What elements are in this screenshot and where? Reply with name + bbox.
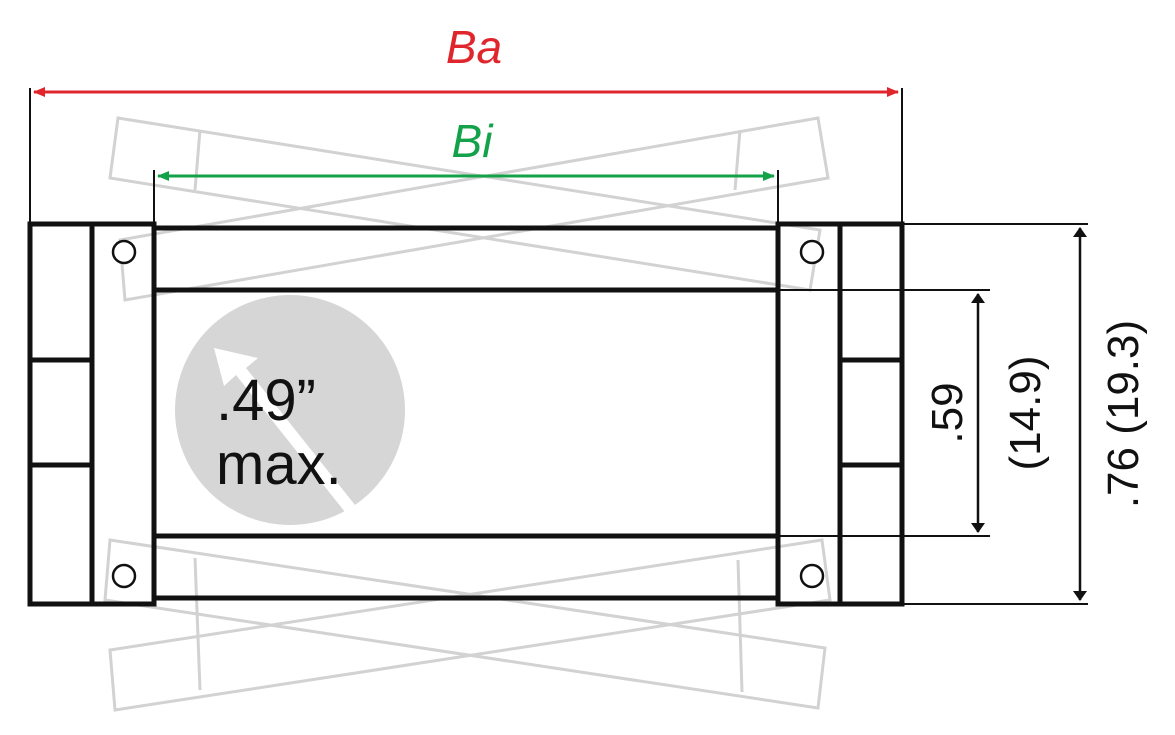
ghost-joint-bottom-left [193,557,202,691]
ghost-joint-top-left [193,129,202,191]
outer-width-label: Ba [446,21,502,73]
right-inner-plate [775,221,843,607]
max-diameter-indicator: .49” max. [175,295,405,525]
inner-width-dimension: Bi [153,115,779,228]
inner-height-dimension: .59 (14.9) [778,289,1050,537]
ghost-joint-top-right [733,129,742,191]
ghost-joint-bottom-right [736,559,744,693]
pivot-hole-top-right [799,239,825,265]
left-outer-plate [27,221,95,607]
arrow-up-left-icon [214,348,355,512]
ghost-link-top-b [118,116,830,302]
max-diameter-suffix: max. [216,432,342,497]
outer-height-dimension: .76 (19.3) [902,223,1148,605]
left-side-wall [27,221,157,607]
outer-width-dimension: Ba [29,21,903,224]
bottom-crossbar [151,533,781,601]
pivot-hole-bottom-left [111,563,137,589]
inner-height-mm: (14.9) [1001,356,1050,471]
right-side-wall [775,221,905,607]
outer-height-label: .76 (19.3) [1099,320,1148,508]
max-diameter-value: .49” [216,368,316,433]
ghost-link-bottom-a [103,538,827,710]
pivot-hole-bottom-right [799,563,825,589]
left-inner-plate [89,221,157,607]
inner-height-inches: .59 [923,382,972,443]
ghost-link-bottom-b [108,538,832,712]
pivot-hole-top-left [111,239,137,265]
inner-width-label: Bi [452,115,495,167]
top-crossbar [151,225,781,293]
right-outer-plate [837,221,905,607]
